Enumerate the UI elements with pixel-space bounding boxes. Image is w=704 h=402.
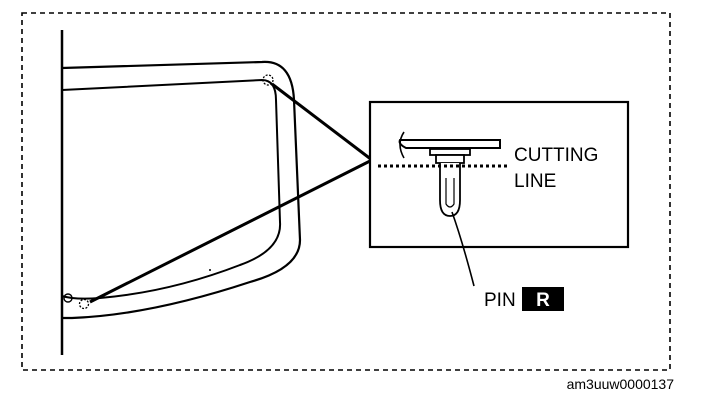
trim-inner-outline [61, 78, 282, 300]
pin-leader-line [451, 211, 475, 287]
detail-box [368, 100, 630, 249]
trim-outer-outline [61, 60, 302, 320]
pin-shank [439, 163, 461, 217]
leader-line-lower [89, 158, 373, 304]
pin-location-lower [78, 298, 90, 310]
figure-code: am3uuw0000137 [567, 376, 675, 392]
pin-shank-detail [445, 178, 455, 208]
hole-lower-left [63, 293, 73, 303]
pin-badge-label: R [536, 290, 550, 311]
pin-label: PIN [484, 290, 516, 311]
pin-location-upper [262, 74, 274, 86]
pin-badge-box [522, 287, 564, 311]
leader-line-upper [271, 82, 373, 162]
panel-break-mark [399, 131, 405, 159]
speck-mark [209, 269, 211, 271]
pin-collar [435, 154, 465, 164]
cutting-line-label-1: CUTTING [514, 145, 598, 166]
cutting-line-label-2: LINE [514, 171, 556, 192]
dashed-border [21, 12, 671, 371]
